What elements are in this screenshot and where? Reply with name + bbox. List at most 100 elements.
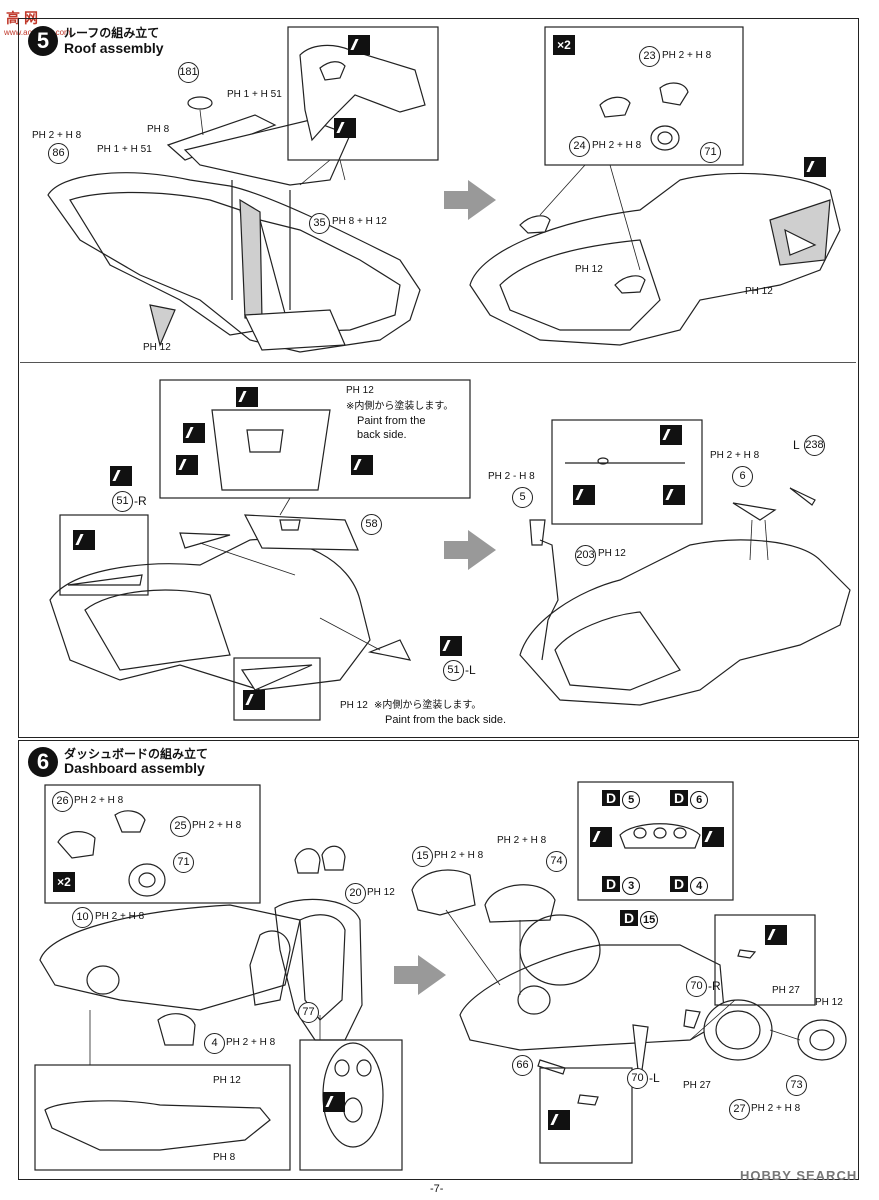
paint-chip-icon: [590, 827, 612, 847]
part-number: 74: [546, 851, 567, 872]
paint-chip-icon: [573, 485, 595, 505]
suffix-l: -L: [465, 663, 476, 677]
paint-callout: PH 2 + H 8: [226, 1037, 276, 1048]
paint-note-jp: ※内側から塗装します。: [374, 700, 482, 711]
paint-callout: PH 8: [147, 124, 170, 135]
part-number: 26: [52, 791, 73, 812]
paint-chip-icon: [334, 118, 356, 138]
page-number: -7-: [430, 1183, 444, 1195]
part-number: 5: [512, 487, 533, 508]
part-number: 71: [173, 852, 194, 873]
paint-note-jp: ※内側から塗装します。: [346, 401, 454, 412]
part-number: 27: [729, 1099, 750, 1120]
step5-title-jp: ルーフの組み立て: [64, 26, 160, 40]
decal-number: 15: [640, 911, 659, 929]
paint-callout: PH 1 + H 51: [97, 144, 152, 155]
part-number: 4: [204, 1033, 225, 1054]
decal-prefix: D: [620, 910, 639, 926]
paint-callout: PH 12: [815, 997, 843, 1008]
paint-callout: PH 12: [575, 264, 603, 275]
paint-chip-icon: [243, 690, 265, 710]
next-arrow: [444, 530, 496, 570]
part-number: 73: [786, 1075, 807, 1096]
decal-number: 6: [690, 791, 709, 809]
part-number: 6: [732, 466, 753, 487]
paint-callout: PH 1 + H 51: [227, 89, 282, 100]
step6-title-en: Dashboard assembly: [64, 760, 205, 776]
paint-callout: PH 8 + H 12: [332, 216, 387, 227]
suffix-r: -R: [134, 494, 147, 508]
paint-chip-icon: [663, 485, 685, 505]
step-number-5: 5: [28, 26, 58, 56]
quantity-badge: ×2: [553, 35, 575, 55]
paint-callout: PH 12: [143, 342, 171, 353]
paint-chip-icon: [183, 423, 205, 443]
part-number: 203: [575, 545, 596, 566]
part-number: 71: [700, 142, 721, 163]
part-number: 70: [686, 976, 707, 997]
paint-note-en: Paint from the back side.: [385, 714, 507, 726]
paint-chip-icon: [765, 925, 787, 945]
part-number: 51: [112, 491, 133, 512]
paint-callout: PH 12: [745, 286, 773, 297]
paint-callout: PH 27: [772, 985, 800, 996]
watermark-char: 高: [6, 10, 20, 26]
step6-frame: [18, 740, 859, 1180]
paint-callout: PH 2 - H 8: [488, 471, 535, 482]
paint-chip-icon: [323, 1092, 345, 1112]
paint-callout: PH 12: [367, 887, 395, 898]
step5-divider: [20, 362, 856, 363]
paint-chip-icon: [110, 466, 132, 486]
decal-prefix: D: [602, 790, 621, 806]
paint-note-en: back side.: [357, 429, 407, 441]
next-arrow: [394, 955, 446, 995]
step5-title-en: Roof assembly: [64, 40, 164, 56]
paint-callout: PH 2 + H 8: [662, 50, 712, 61]
part-number: 35: [309, 213, 330, 234]
paint-note-en: Paint from the: [357, 415, 426, 427]
paint-callout: PH 2 + H 8: [710, 450, 760, 461]
paint-callout: PH 12: [598, 548, 626, 559]
decal-prefix: D: [602, 876, 621, 892]
part-number: 20: [345, 883, 366, 904]
paint-callout: PH 2 + H 8: [751, 1103, 801, 1114]
step5-frame: [18, 18, 859, 738]
part-number: 24: [569, 136, 590, 157]
hobby-search-logo: HOBBY SEARCH: [740, 1168, 858, 1183]
part-number: 15: [412, 846, 433, 867]
part-number: 25: [170, 816, 191, 837]
part-number: 23: [639, 46, 660, 67]
paint-callout: PH 8: [213, 1152, 236, 1163]
paint-chip-icon: [440, 636, 462, 656]
paint-callout: PH 2 + H 8: [95, 911, 145, 922]
part-number: 181: [178, 62, 199, 83]
paint-callout: PH 12: [346, 385, 374, 396]
part-number: 66: [512, 1055, 533, 1076]
paint-callout: PH 12: [213, 1075, 241, 1086]
paint-callout: PH 2 + H 8: [497, 835, 547, 846]
next-arrow: [444, 180, 496, 220]
decal-prefix: D: [670, 876, 689, 892]
decal-prefix: D: [670, 790, 689, 806]
paint-chip-icon: [702, 827, 724, 847]
step-number-6: 6: [28, 747, 58, 777]
suffix-r: -R: [708, 979, 721, 993]
part-number: 238: [804, 435, 825, 456]
paint-chip-icon: [660, 425, 682, 445]
decal-number: 4: [690, 877, 709, 895]
prefix-l: L: [793, 438, 800, 452]
paint-callout: PH 2 + H 8: [434, 850, 484, 861]
step6-title-jp: ダッシュボードの組み立て: [64, 747, 209, 761]
part-number: 70: [627, 1068, 648, 1089]
paint-callout: PH 27: [683, 1080, 711, 1091]
paint-chip-icon: [73, 530, 95, 550]
quantity-badge: ×2: [53, 872, 75, 892]
paint-callout: PH 2 + H 8: [592, 140, 642, 151]
paint-callout: PH 2 + H 8: [192, 820, 242, 831]
